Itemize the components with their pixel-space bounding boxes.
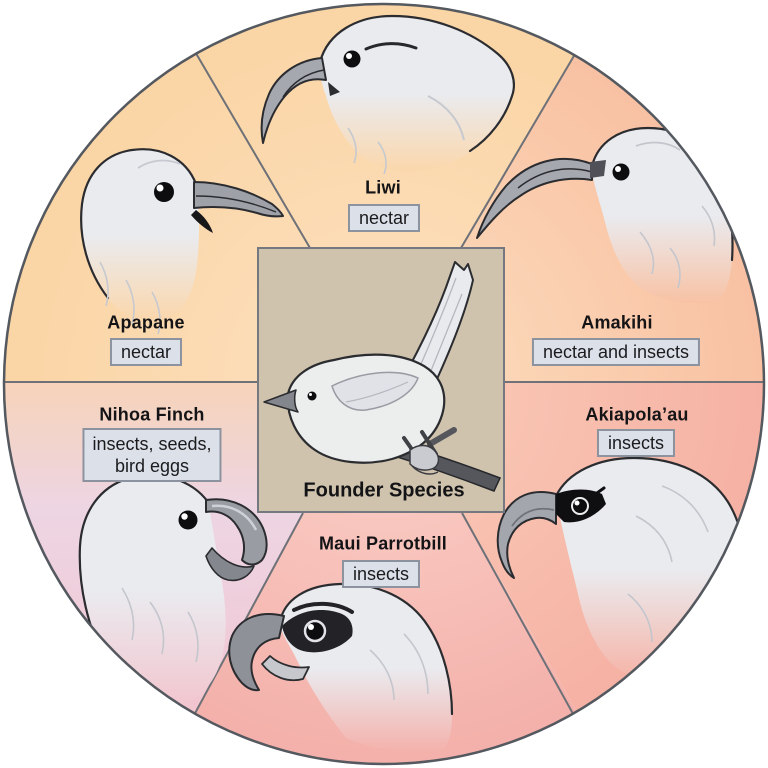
diet-label-amakihi: nectar and insects [531, 338, 701, 366]
maui-parrotbill-illustration [228, 582, 454, 753]
founder-species-label: Founder Species [303, 479, 465, 502]
divider-top-right [460, 31, 589, 249]
diet-label-nihoa-finch-line2: bird eggs [114, 456, 190, 476]
divider-bottom-right [461, 512, 583, 731]
nihoa-finch-illustration [78, 474, 268, 706]
diet-label-liwi: nectar [347, 204, 421, 232]
species-name-maui-parrotbill: Maui Parrotbill [318, 533, 448, 554]
species-name-akiapolaau: Akiapola’au [585, 404, 689, 425]
diet-label-apapane: nectar [109, 338, 183, 366]
sector-dividers [4, 25, 764, 731]
diet-label-nihoa-finch: insects, seeds, bird eggs [82, 428, 222, 482]
liwi-illustration [260, 14, 515, 175]
sector-liwi [84, 4, 685, 248]
apapane-illustration [80, 148, 284, 335]
divider-top-left [179, 25, 311, 249]
diet-label-nihoa-finch-line1: insects, seeds, [92, 434, 212, 454]
species-name-nihoa-finch: Nihoa Finch [99, 404, 205, 425]
amakihi-illustration [476, 126, 734, 304]
species-name-amakihi: Amakihi [581, 312, 653, 333]
diet-label-maui-parrotbill: insects [341, 560, 421, 588]
founder-bird-illustration [263, 261, 502, 492]
diet-label-akiapolaau: insects [596, 429, 676, 457]
species-name-liwi: Liwi [365, 177, 401, 198]
species-name-apapane: Apapane [107, 312, 185, 333]
